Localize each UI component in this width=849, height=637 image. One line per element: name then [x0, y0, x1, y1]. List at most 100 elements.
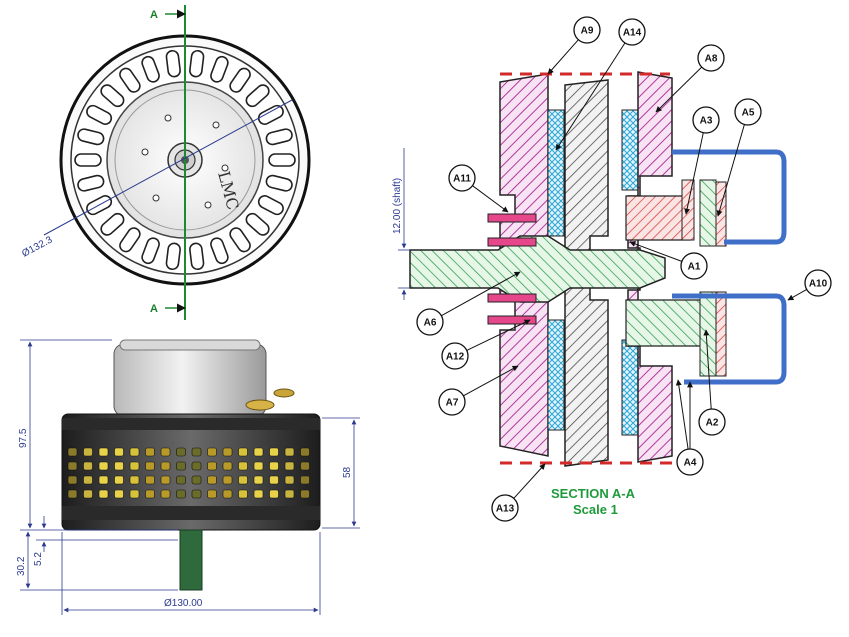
callout-label: A4 [684, 458, 697, 469]
grille-hole [114, 461, 124, 471]
grille-hole [98, 475, 109, 485]
callout-label: A14 [623, 28, 642, 39]
slot [165, 49, 181, 78]
section-marker-bottom: A [150, 303, 158, 315]
shaft [179, 529, 203, 591]
shaft-dimension-label: 12.00 (shaft) [392, 178, 403, 234]
grille-hole [222, 447, 233, 457]
grille-hole [98, 447, 109, 457]
blank-area [414, 548, 830, 637]
grille-hole [284, 475, 295, 485]
grille-hole [207, 489, 217, 499]
slot [119, 67, 141, 93]
callout-label: A13 [496, 504, 515, 515]
slot [189, 242, 205, 271]
height-total-label: 97.5 [18, 428, 29, 448]
callout-label: A2 [706, 418, 719, 429]
slot [100, 84, 125, 108]
slot [77, 128, 105, 146]
slot [257, 195, 284, 216]
grille-hole [145, 461, 155, 471]
slot [189, 49, 205, 78]
callout-label: A9 [581, 26, 594, 37]
height-shaft-label: 30.2 [16, 556, 27, 576]
grille-hole [145, 447, 155, 457]
grille-hole [114, 475, 124, 485]
grille-hole [176, 489, 186, 499]
grille-hole [238, 447, 248, 457]
grille-hole [300, 475, 310, 485]
grille-hole [83, 447, 93, 457]
grille-hole [269, 489, 279, 499]
grille-hole [207, 447, 217, 457]
grille-hole [145, 475, 155, 485]
callout-label: A3 [700, 116, 713, 127]
grille-hole [284, 489, 295, 499]
callout-a8: A8 [655, 44, 725, 113]
grille-hole [83, 489, 93, 499]
section-title: SECTION A-A [551, 486, 636, 501]
callout-label: A1 [688, 262, 701, 273]
grille-hole [176, 475, 186, 485]
grille-hole [207, 461, 217, 471]
section-marker-top: A [150, 9, 158, 21]
grille-hole [67, 489, 78, 499]
grille-hole [67, 447, 78, 457]
part-a10-top [672, 149, 787, 245]
grille-hole [253, 489, 264, 499]
grille-hole [98, 461, 109, 471]
grille-hole [114, 447, 124, 457]
slot [119, 227, 141, 253]
grille-hole [176, 461, 186, 471]
grille-hole [160, 447, 171, 457]
callout-a10: A10 [787, 269, 832, 301]
slot [165, 242, 181, 271]
slot [245, 212, 270, 236]
grille-hole [253, 447, 264, 457]
callout-a3: A3 [684, 106, 720, 215]
grille-hole [253, 461, 264, 471]
vent-grille [67, 447, 310, 499]
diameter-line [43, 99, 293, 236]
grille-hole [222, 461, 233, 471]
grille-hole [129, 447, 140, 457]
grille-hole [67, 475, 78, 485]
slot [257, 104, 284, 125]
slot [210, 55, 229, 83]
grille-hole [207, 475, 217, 485]
grille-hole [191, 447, 202, 457]
grille-hole [98, 489, 109, 499]
grille-hole [238, 461, 248, 471]
part-a3 [625, 195, 691, 241]
callout-a6: A6 [416, 271, 521, 336]
callout-label: A12 [446, 352, 465, 363]
slot [265, 128, 293, 146]
callout-label: A11 [453, 174, 471, 185]
callout-a14: A14 [555, 18, 646, 151]
callout-a2: A2 [698, 329, 726, 436]
grille-hole [67, 461, 78, 471]
grille-hole [191, 489, 202, 499]
grille-hole [238, 489, 248, 499]
height-body-label: 58 [342, 466, 353, 478]
grille-hole [129, 475, 140, 485]
grille-hole [238, 475, 248, 485]
grille-hole [160, 461, 171, 471]
grille-hole [284, 461, 295, 471]
height-bottom-label: 5.2 [33, 552, 44, 566]
slot [86, 104, 113, 125]
grille-hole [191, 475, 202, 485]
part-a6 [409, 235, 666, 303]
callout-label: A5 [742, 108, 755, 119]
callout-label: A7 [446, 398, 459, 409]
slot [245, 84, 270, 108]
grille-hole [160, 489, 171, 499]
grille-hole [129, 461, 140, 471]
callout-label: A6 [424, 318, 437, 329]
slot [265, 174, 293, 192]
slot [229, 227, 251, 253]
callout-a13: A13 [491, 463, 546, 522]
magnet-right-bottom [621, 339, 639, 436]
side-view: 97.5 58 5.2 30.2 Ø130.00 [16, 339, 360, 615]
